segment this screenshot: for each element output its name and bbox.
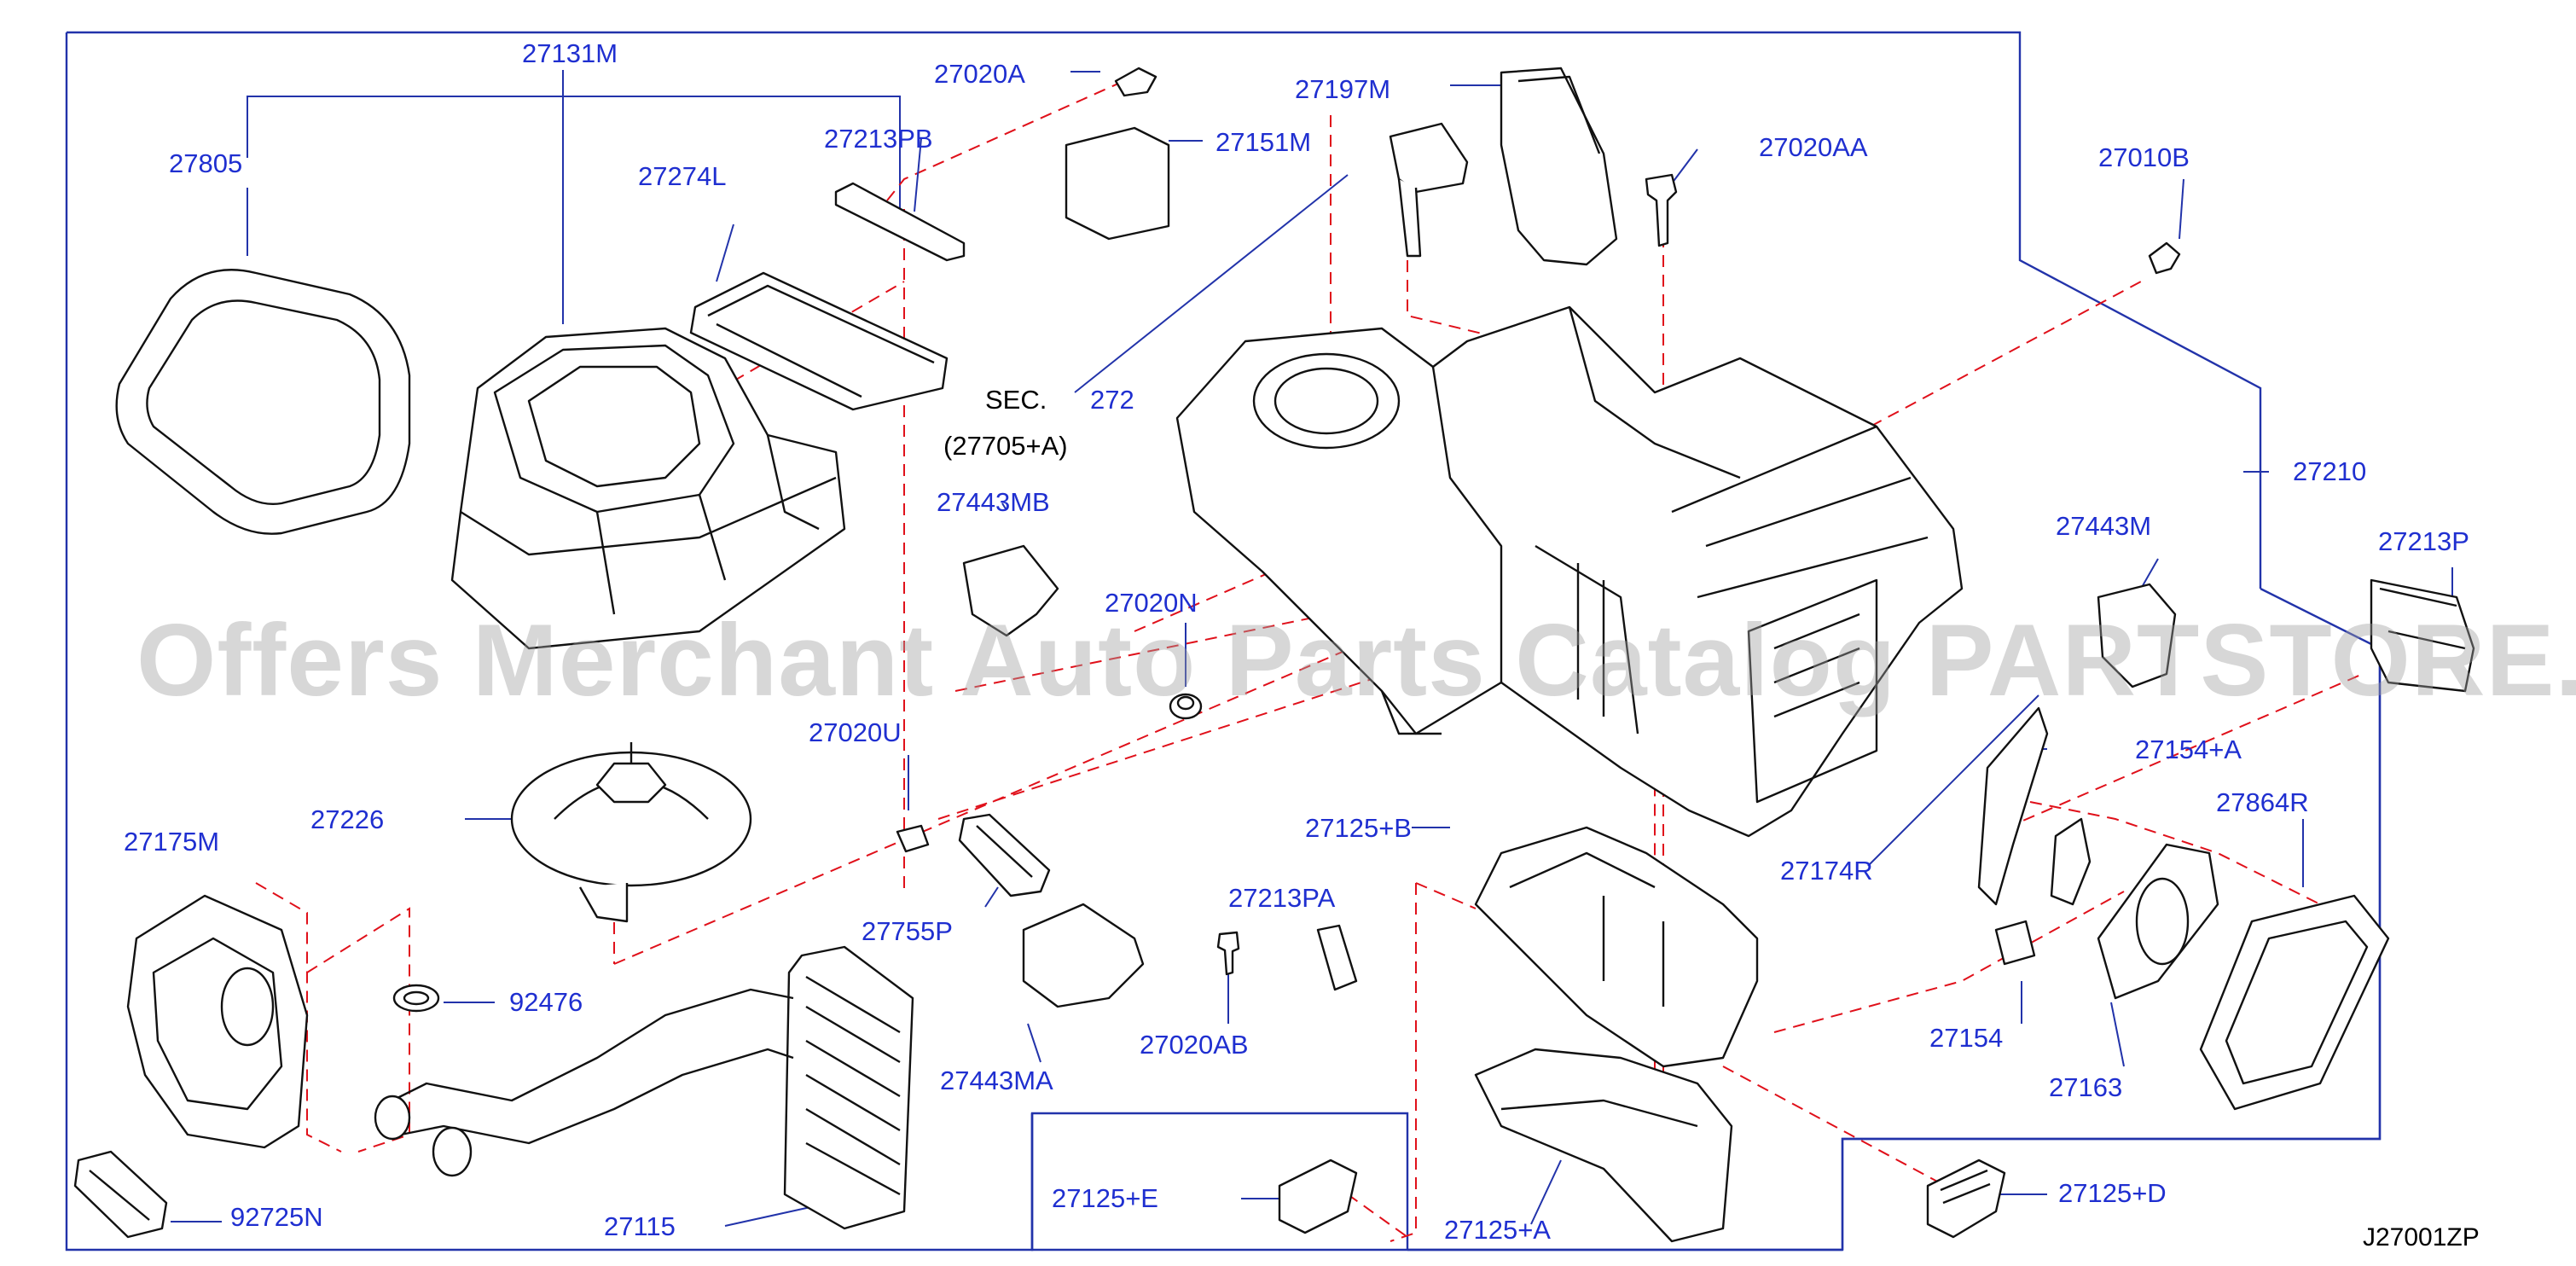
duct-27175M [126, 894, 309, 1149]
label-27020AA[interactable]: 27020AA [1759, 132, 1868, 162]
door-27163 [2097, 843, 2219, 1000]
label-27163[interactable]: 27163 [2049, 1072, 2123, 1102]
bracket-27131M [247, 96, 901, 209]
cover-27125D [1926, 1159, 2006, 1239]
label-27151M[interactable]: 27151M [1215, 127, 1312, 157]
actuator-27443M [2097, 583, 2177, 688]
resistor-27151M [1065, 126, 1170, 241]
label-27154[interactable]: 27154 [1929, 1023, 2004, 1053]
label-27020N[interactable]: 27020N [1105, 588, 1198, 618]
blower-motor-27226 [510, 742, 752, 923]
actuator-27443MA [1022, 903, 1145, 1008]
cover-27864R [2199, 894, 2390, 1111]
seal-27213P [2370, 578, 2475, 693]
label-27213P[interactable]: 27213P [2378, 526, 2469, 556]
gasket-27755P [958, 813, 1051, 897]
bracket-27213PB [834, 182, 966, 262]
section-ref-num[interactable]: 272 [1090, 385, 1134, 415]
label-27125A[interactable]: 27125+A [1444, 1215, 1551, 1245]
label-27226[interactable]: 27226 [310, 804, 385, 834]
label-27154A[interactable]: 27154+A [2135, 735, 2242, 764]
label-27125B[interactable]: 27125+B [1305, 813, 1412, 843]
grommet-92725N [73, 1150, 168, 1239]
sleeve-27213PA [1316, 924, 1358, 991]
label-92476[interactable]: 92476 [509, 987, 583, 1017]
label-27755P[interactable]: 27755P [862, 916, 953, 946]
label-27131M[interactable]: 27131M [522, 38, 618, 68]
label-27443MB[interactable]: 27443MB [937, 487, 1050, 517]
actuator-27443MB [962, 544, 1059, 637]
lever-27154 [1994, 920, 2036, 966]
diagram-code: J27001ZP [2363, 1223, 2480, 1251]
screw-27020A [1114, 67, 1157, 97]
label-27020A[interactable]: 27020A [934, 59, 1025, 89]
sensor-sec272 [1389, 122, 1469, 258]
heater-unit-27210 [1175, 305, 1964, 838]
module-27197M [1500, 67, 1618, 266]
label-27020U[interactable]: 27020U [809, 717, 902, 747]
label-27115[interactable]: 27115 [604, 1211, 676, 1241]
blower-case-27131M [450, 327, 846, 650]
label-27020AB[interactable]: 27020AB [1140, 1030, 1249, 1060]
label-27010B[interactable]: 27010B [2098, 142, 2190, 172]
label-27175M[interactable]: 27175M [124, 827, 220, 857]
label-27864R[interactable]: 27864R [2216, 787, 2309, 817]
label-27125D[interactable]: 27125+D [2058, 1178, 2167, 1208]
seal-27020U [896, 824, 930, 853]
nut-27020N [1169, 693, 1203, 720]
label-27213PB[interactable]: 27213PB [824, 124, 933, 154]
label-27443MA[interactable]: 27443MA [940, 1066, 1053, 1095]
label-27125E[interactable]: 27125+E [1052, 1183, 1158, 1213]
watermark: Offers Merchant Auto Parts Catalog PARTS… [136, 603, 2576, 717]
filter-27274L [689, 271, 949, 411]
label-27805[interactable]: 27805 [169, 148, 243, 178]
section-ref-sec: SEC. [985, 385, 1047, 415]
label-27213PA[interactable]: 27213PA [1228, 883, 1336, 913]
cover-27125E [1278, 1159, 1358, 1234]
heater-core-27115 [374, 945, 914, 1230]
screw-27010B [2148, 241, 2181, 275]
label-27443M[interactable]: 27443M [2056, 511, 2152, 541]
seal-27805 [115, 269, 411, 535]
label-27174R[interactable]: 27174R [1780, 856, 1873, 886]
screw-27020AB [1216, 931, 1240, 976]
label-27197M[interactable]: 27197M [1295, 74, 1391, 104]
label-92725N[interactable]: 92725N [230, 1202, 323, 1232]
o-ring-92476 [392, 984, 440, 1013]
label-27274L[interactable]: 27274L [638, 161, 727, 191]
label-27210[interactable]: 27210 [2293, 456, 2367, 486]
cover-27125A [1474, 1048, 1733, 1243]
section-ref-sub: (27705+A) [943, 431, 1068, 461]
linkage-27154A [1977, 706, 2092, 906]
screw-27020AA [1645, 173, 1678, 247]
housing-27125B [1474, 826, 1759, 1068]
